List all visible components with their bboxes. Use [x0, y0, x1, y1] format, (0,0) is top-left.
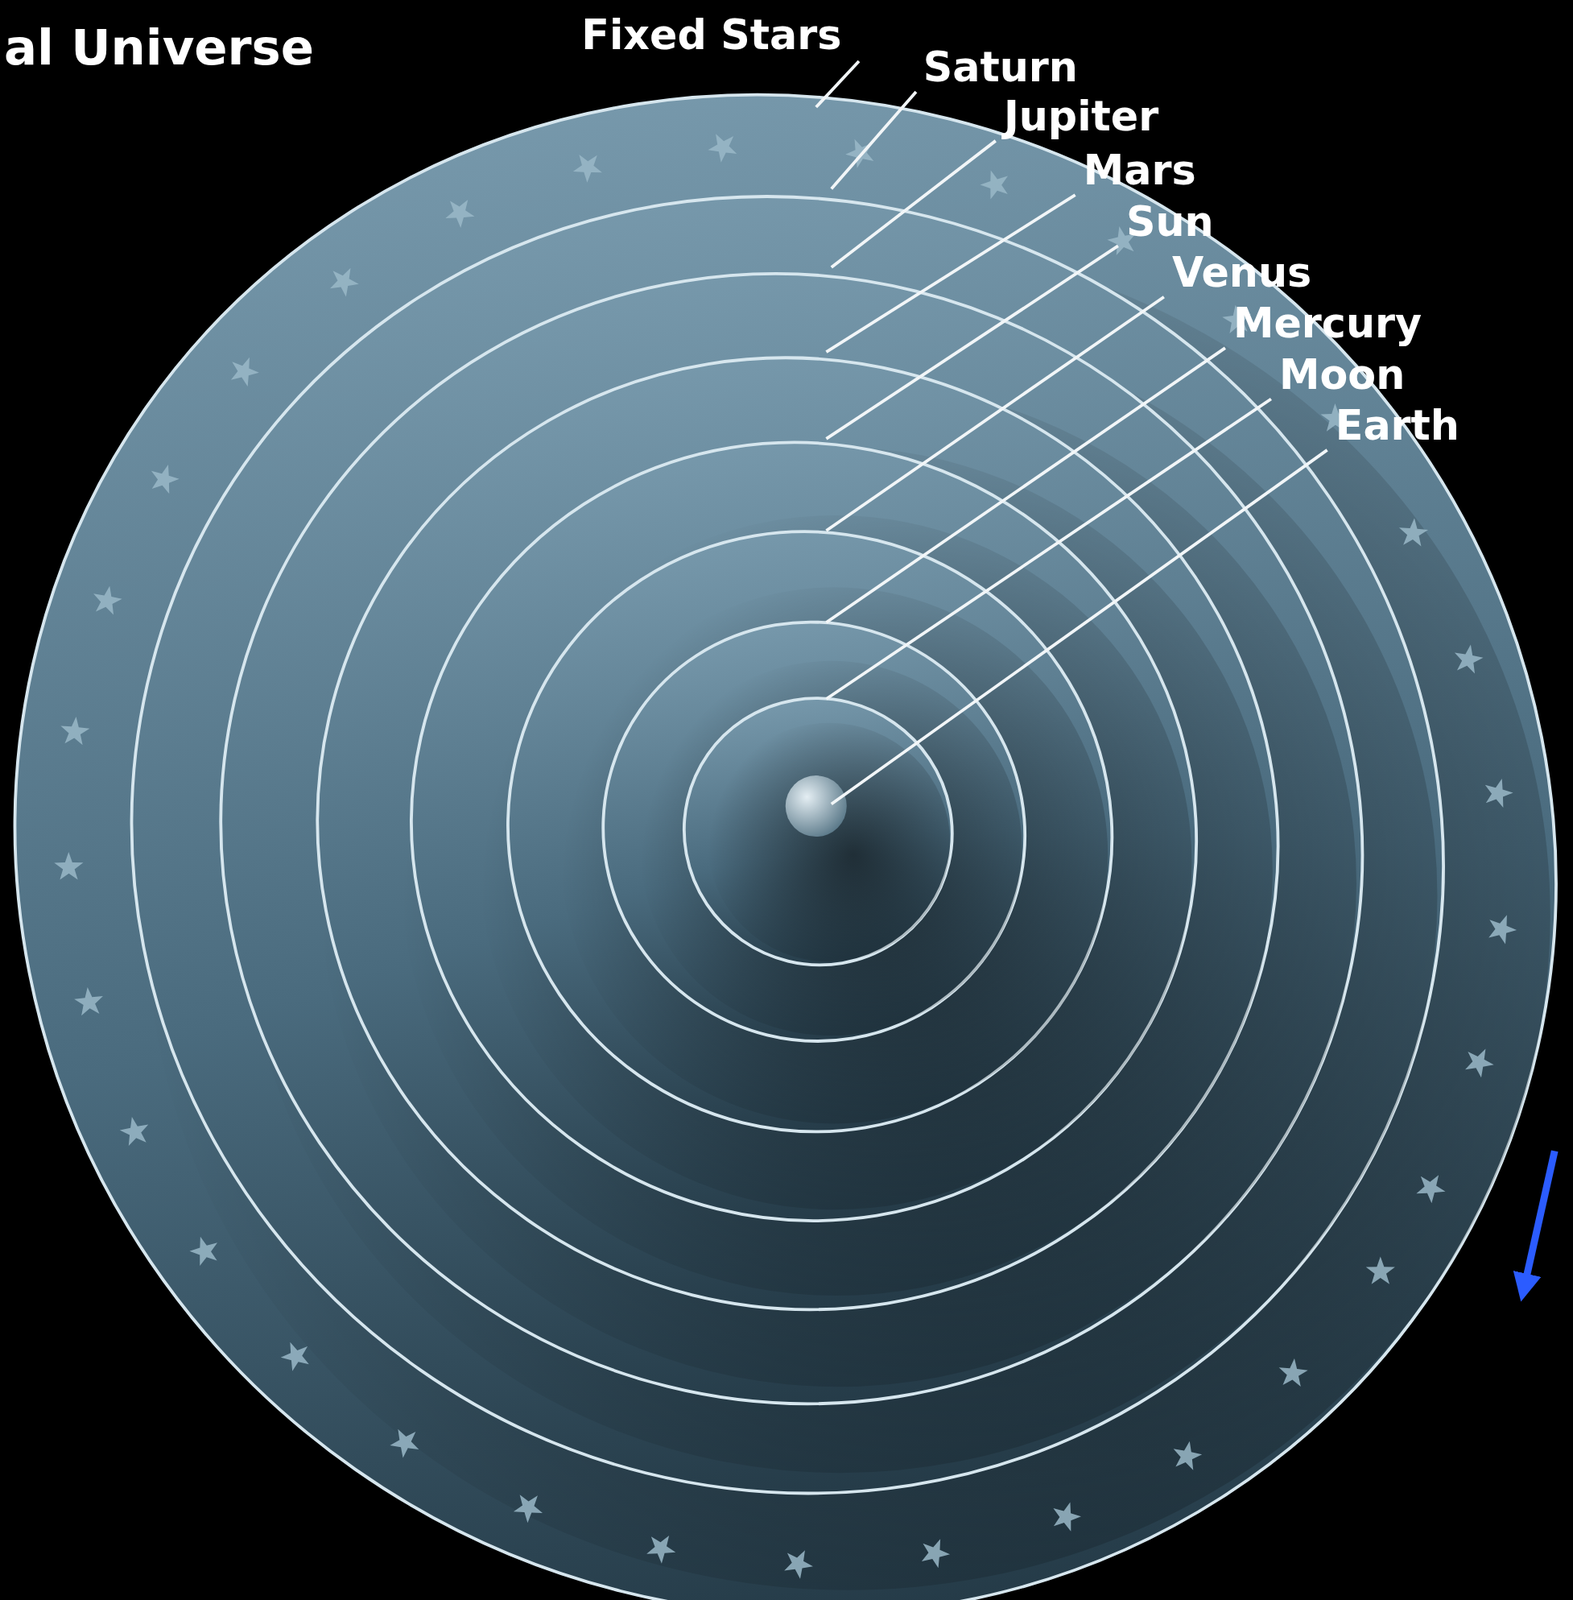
- star-symbol: [53, 851, 83, 880]
- star-symbol: [280, 1341, 310, 1371]
- leader-line: [825, 347, 1225, 623]
- star-symbol: [1488, 914, 1517, 944]
- star-symbol: [1465, 1048, 1495, 1078]
- sphere-ring: [390, 412, 1231, 1250]
- star-symbol: [151, 464, 180, 494]
- star-symbol: [980, 169, 1008, 199]
- fixed-star-symbols: [53, 133, 1517, 1579]
- star-symbol: [74, 986, 104, 1016]
- sphere-label: Saturn: [923, 46, 1078, 88]
- sphere-ring: [130, 169, 1466, 1498]
- sphere-label: Fixed Stars: [581, 14, 842, 56]
- leader-line: [831, 140, 996, 268]
- star-symbol: [1279, 1358, 1309, 1387]
- star-symbol: [1366, 1255, 1396, 1284]
- leader-line: [825, 245, 1118, 439]
- sphere-label: Mercury: [1233, 302, 1422, 344]
- star-symbol: [1485, 778, 1514, 808]
- sphere-label: Sun: [1126, 201, 1214, 243]
- sphere-ring: [631, 645, 1005, 1018]
- leader-lines: [816, 61, 1328, 805]
- ring-shadow: [478, 515, 1192, 1210]
- earth-globe: [785, 775, 847, 837]
- star-symbol: [513, 1494, 543, 1523]
- sphere-label: Venus: [1172, 251, 1312, 294]
- star-symbol: [573, 154, 603, 183]
- star-symbol: [1399, 517, 1429, 546]
- sphere-label: Moon: [1279, 354, 1405, 396]
- star-symbol: [119, 1116, 149, 1146]
- sphere-label: Jupiter: [1003, 95, 1159, 137]
- star-symbol: [921, 1538, 950, 1568]
- star-symbol: [784, 1549, 814, 1579]
- ring-shadow: [707, 722, 950, 962]
- sphere-ring: [0, 49, 1573, 1600]
- star-symbol: [189, 1236, 218, 1266]
- leader-line: [831, 91, 917, 189]
- star-symbol: [389, 1428, 419, 1458]
- leader-line: [816, 61, 859, 108]
- diagram-title: al Universe: [4, 22, 314, 72]
- star-symbol: [1173, 1440, 1202, 1470]
- leader-line: [825, 398, 1271, 699]
- star-symbol: [60, 716, 90, 745]
- star-symbol: [646, 1535, 676, 1564]
- ring-shadow: [561, 586, 1109, 1123]
- star-symbol: [231, 357, 260, 387]
- star-symbol: [1416, 1174, 1446, 1203]
- sphere-ring: [520, 539, 1107, 1124]
- star-symbol: [1454, 644, 1484, 674]
- sphere-label: Mars: [1083, 149, 1197, 191]
- star-symbol: [1052, 1502, 1082, 1532]
- rotation-arrow: [1523, 1150, 1555, 1288]
- leader-line: [831, 450, 1328, 805]
- sphere-ring: [258, 288, 1350, 1375]
- leader-line: [825, 297, 1164, 531]
- star-symbol: [330, 268, 360, 298]
- sphere-label: Earth: [1335, 404, 1460, 446]
- star-symbol: [445, 199, 475, 228]
- leader-line: [825, 194, 1075, 352]
- star-symbol: [93, 586, 123, 616]
- star-symbol: [707, 133, 737, 163]
